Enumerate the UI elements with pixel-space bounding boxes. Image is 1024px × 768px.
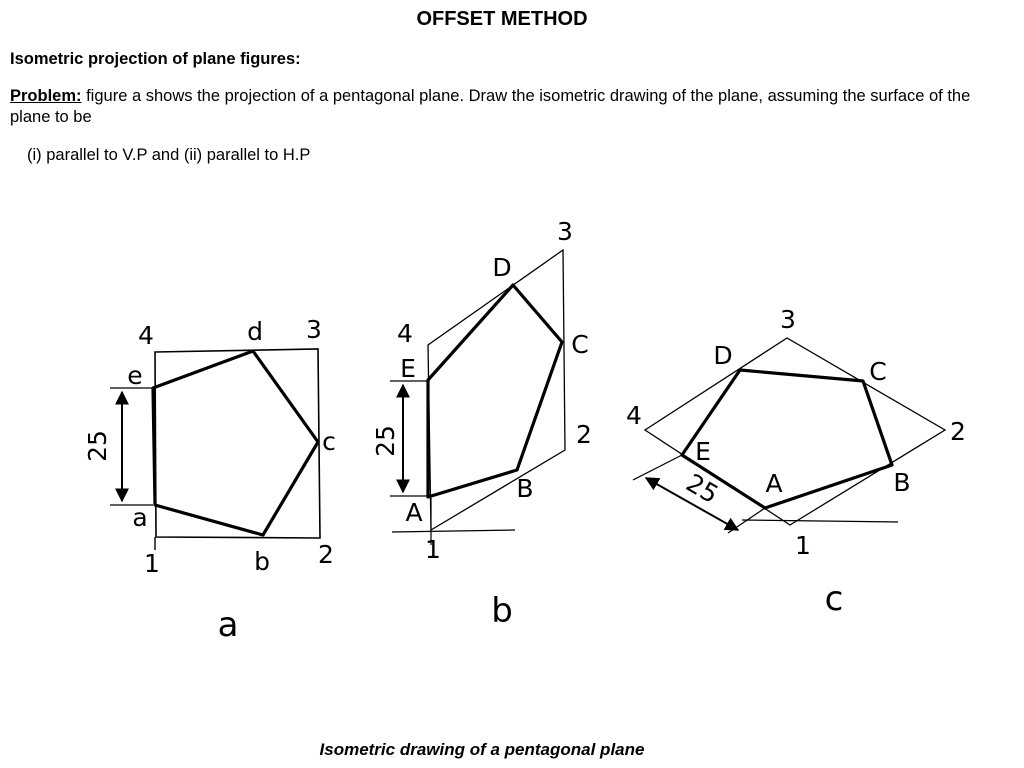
figure-b-label-2: 2 xyxy=(576,420,592,449)
figure-c-dimension-arrow xyxy=(644,477,740,531)
figure-a-vertex-b: b xyxy=(254,547,270,576)
figure-c-base-line xyxy=(741,519,899,523)
figure-a-dimension-value: 25 xyxy=(83,430,112,462)
figure-c-vertex-a: A xyxy=(765,469,782,498)
figure-c-label-4: 4 xyxy=(626,401,642,430)
figure-b-vertex-c: C xyxy=(571,330,588,359)
figure-a-label-2: 2 xyxy=(318,540,334,569)
figure-c-label-2: 2 xyxy=(950,417,966,446)
figure-b-pentagon xyxy=(426,283,564,499)
figure-c: 25 1 2 3 4 A B C D E c xyxy=(626,305,966,619)
page-title: OFFSET METHOD xyxy=(416,8,588,30)
figure-c-vertex-c: C xyxy=(869,357,886,386)
figure-c-vertex-b: B xyxy=(893,468,910,497)
figure-a-vertex-e: e xyxy=(127,361,142,390)
figure-a-label-1: 1 xyxy=(144,549,160,578)
figure-c-letter: c xyxy=(825,579,844,619)
figure-c-dimension-value: 25 xyxy=(681,468,723,509)
figure-c-vertex-e: E xyxy=(695,437,711,466)
figure-c-label-3: 3 xyxy=(780,305,796,334)
figure-b-letter: b xyxy=(491,591,513,631)
figure-b-base-line xyxy=(391,529,516,533)
section-subtitle: Isometric projection of plane figures: xyxy=(10,50,301,68)
figure-b-vertex-d: D xyxy=(492,253,511,282)
figure-a-label-3: 3 xyxy=(306,315,322,344)
figure-a-vertex-d: d xyxy=(247,317,263,346)
figure-a: 25 1 2 3 4 a b c d e a xyxy=(83,315,336,645)
figure-b-dimension-value: 25 xyxy=(371,425,400,457)
figure-caption: Isometric drawing of a pentagonal plane xyxy=(319,740,645,759)
figure-b-vertex-b: B xyxy=(516,474,533,503)
problem-label: Problem: xyxy=(10,87,82,105)
figure-b: 25 1 2 3 4 A B C D E b xyxy=(371,217,592,631)
problem-statement: Problem: figure a shows the projection o… xyxy=(10,86,1015,128)
problem-text: figure a shows the projection of a penta… xyxy=(10,87,971,126)
figure-a-vertex-c: c xyxy=(322,427,336,456)
figure-b-vertex-a: A xyxy=(405,498,422,527)
problem-cases: (i) parallel to V.P and (ii) parallel to… xyxy=(27,146,311,164)
figure-b-label-1: 1 xyxy=(425,535,441,564)
figure-b-vertex-e: E xyxy=(400,354,416,383)
figure-c-label-1: 1 xyxy=(795,531,811,560)
figure-c-dim-ext-left xyxy=(632,454,683,481)
figure-a-label-4: 4 xyxy=(138,321,154,350)
figure-a-vertex-a: a xyxy=(132,503,147,532)
figure-c-vertex-d: D xyxy=(713,341,732,370)
figure-c-pentagon xyxy=(680,368,894,510)
figure-b-label-4: 4 xyxy=(397,319,413,348)
figure-b-label-3: 3 xyxy=(557,217,573,246)
figure-a-pentagon xyxy=(151,349,320,537)
figure-a-letter: a xyxy=(218,605,239,645)
